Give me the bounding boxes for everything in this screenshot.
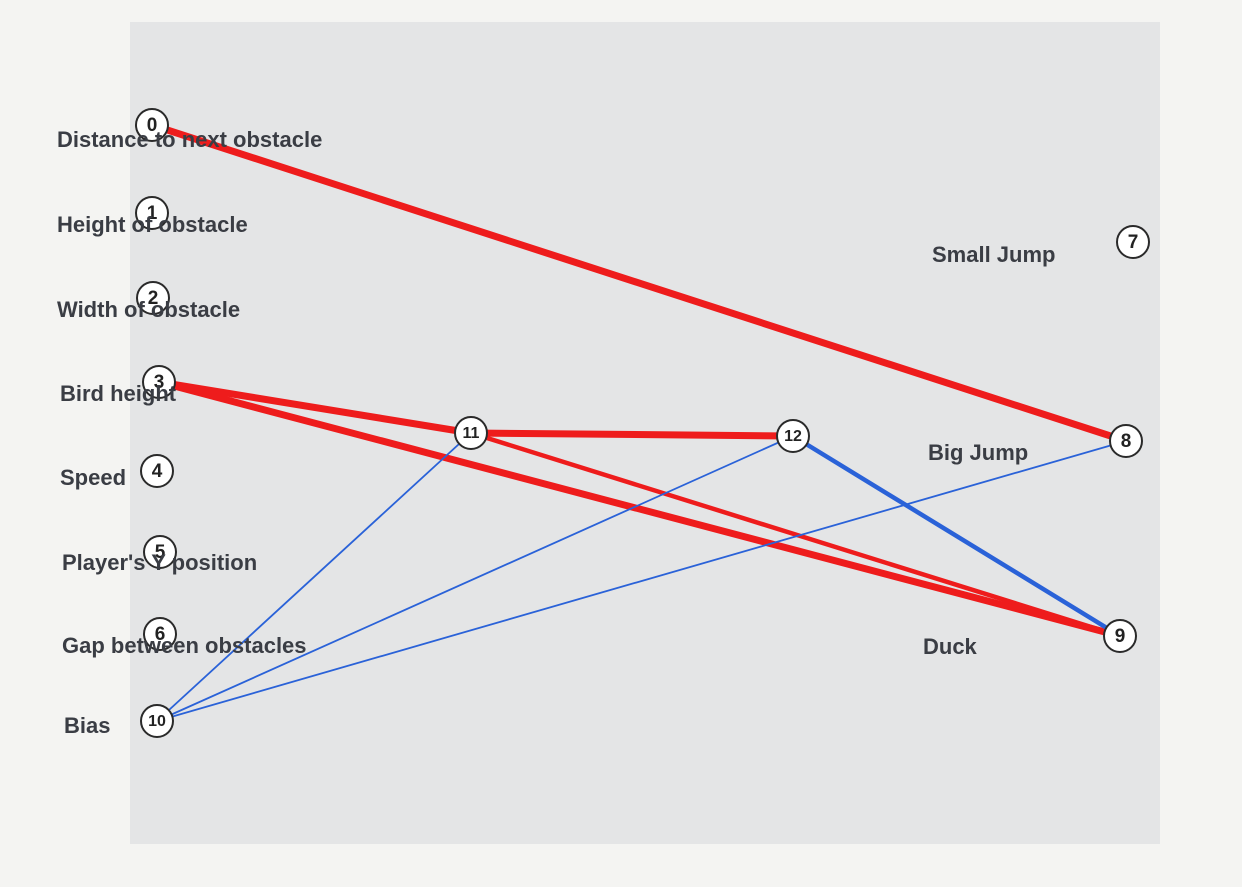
node-circle [140,704,174,738]
connection-10-11 [156,432,472,722]
node-circle [135,108,169,142]
node-circle [143,617,177,651]
connection-3-9 [155,378,1124,640]
node-label: 6 [155,624,166,645]
node-label: 11 [463,425,480,442]
connection-10-12 [156,435,794,722]
node-circle [1116,225,1150,259]
connections-layer [148,121,1130,722]
node-label: 3 [154,372,165,393]
connection-12-9 [790,433,1123,639]
node-5: 5 [143,535,177,569]
node-2: 2 [136,281,170,315]
input-label-obstacle-width: Width of obstacle [57,297,241,322]
node-label: 12 [784,428,802,445]
node-label: 5 [155,542,166,563]
node-3: 3 [142,365,176,399]
node-label: 8 [1121,431,1132,452]
node-1: 1 [135,196,169,230]
connection-3-11 [155,378,475,437]
input-label-obstacle-height: Height of obstacle [57,212,248,237]
node-circle [1103,619,1137,653]
node-6: 6 [143,617,177,651]
node-circle [140,454,174,488]
node-label: 2 [148,288,159,309]
output-label-small-jump: Small Jump [932,242,1056,267]
node-0: 0 [135,108,169,142]
input-label-gap: Gap between obstacles [62,633,307,658]
input-label-speed: Speed [60,465,127,490]
node-circle [454,416,488,450]
connection-10-8 [156,440,1127,722]
node-circle [142,365,176,399]
input-label-player-y: Player's Y position [62,550,258,575]
node-circle [143,535,177,569]
node-label: 0 [147,115,158,136]
input-label-bird-height: Bird height [60,381,177,406]
node-circle [1109,424,1143,458]
node-circle [136,281,170,315]
connection-11-12 [467,429,797,440]
node-label: 9 [1115,626,1126,647]
output-label-duck: Duck [923,634,977,659]
node-label: 1 [147,203,158,224]
node-circle [776,419,810,453]
node-9: 9 [1103,619,1137,653]
node-7: 7 [1116,225,1150,259]
node-11: 11 [454,416,488,450]
node-label: 4 [152,461,163,482]
node-10: 10 [140,704,174,738]
node-label: 10 [148,713,166,730]
node-12: 12 [776,419,810,453]
node-4: 4 [140,454,174,488]
node-circle [135,196,169,230]
output-label-big-jump: Big Jump [928,440,1029,465]
connection-0-8 [148,121,1130,445]
input-label-distance: Distance to next obstacle [57,127,323,152]
input-label-bias: Bias [64,713,111,738]
connection-11-9 [468,430,1123,639]
node-8: 8 [1109,424,1143,458]
node-label: 7 [1128,232,1139,253]
